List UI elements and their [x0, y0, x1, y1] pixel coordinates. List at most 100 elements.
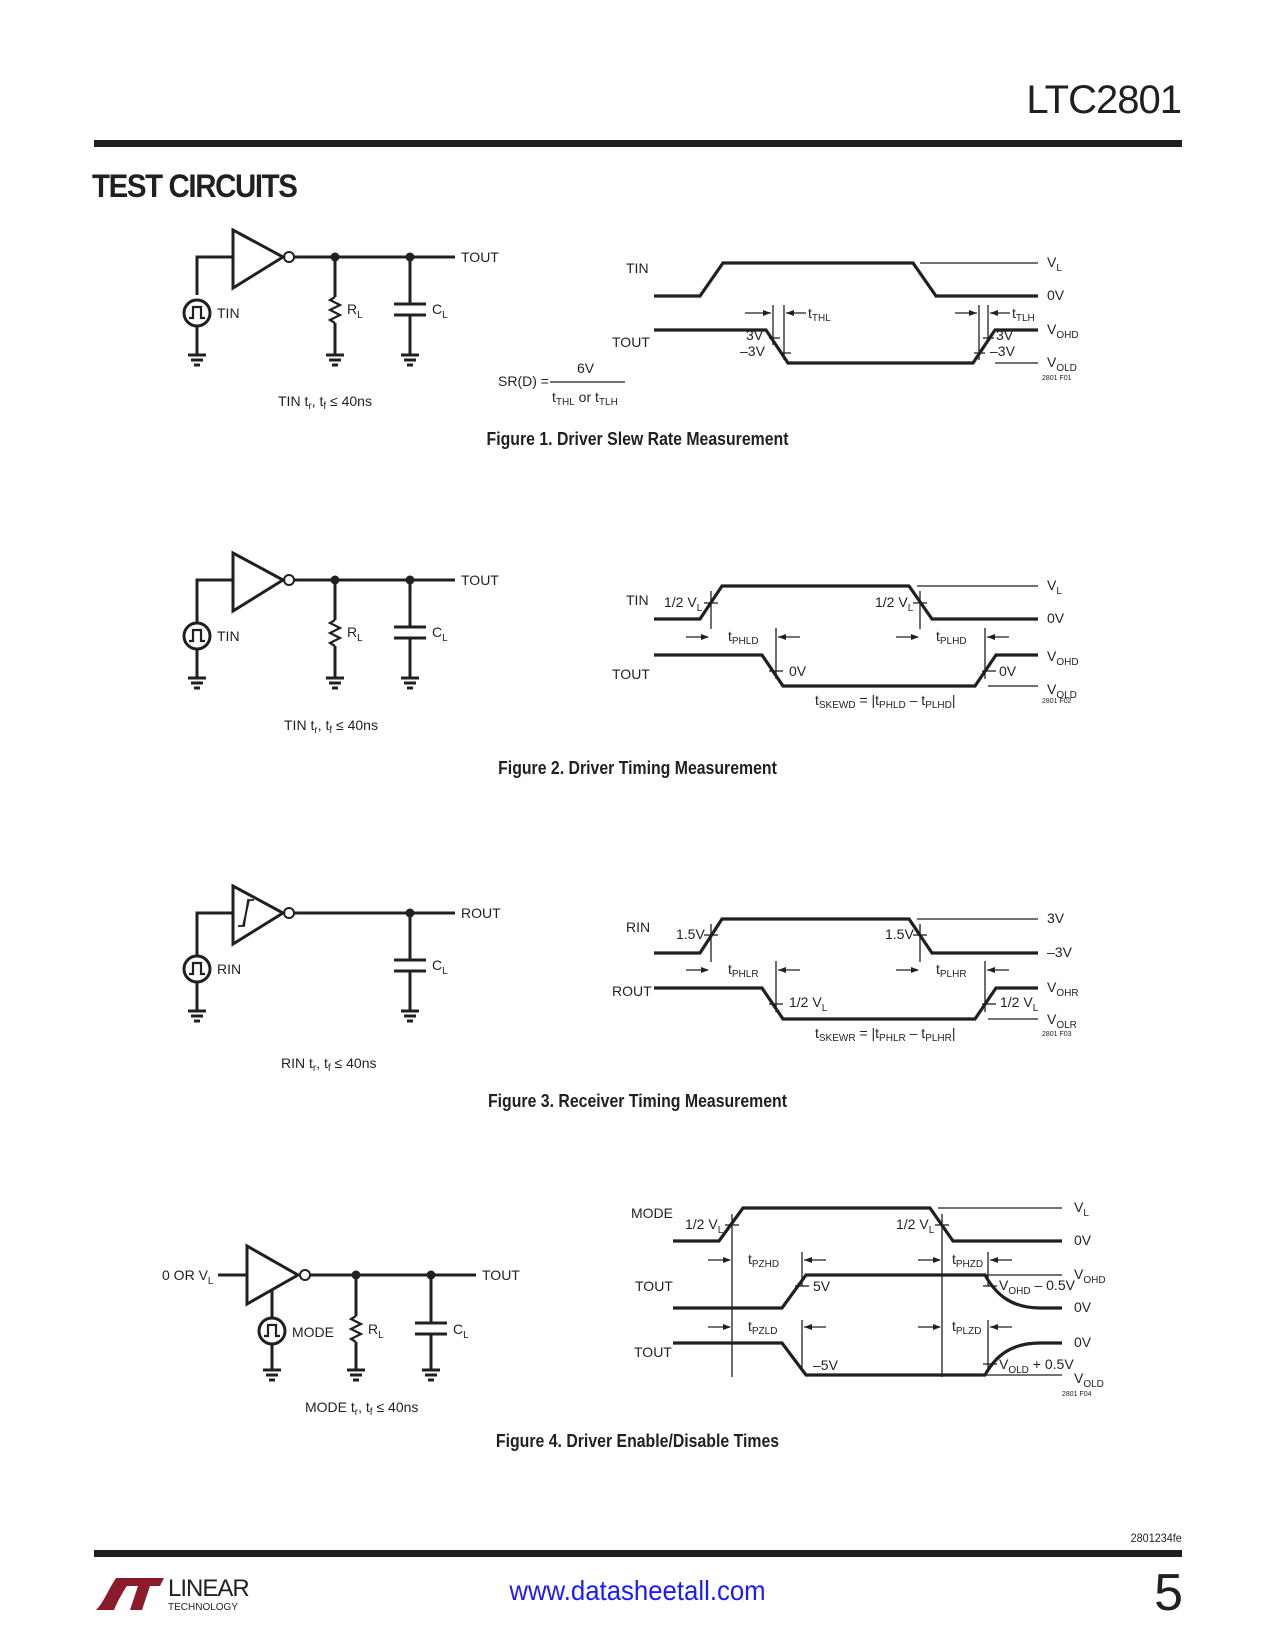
header-rule: [94, 140, 1182, 147]
ground-icon: [188, 353, 206, 367]
figure-code: 2801 F02: [1042, 698, 1072, 705]
marker-label: –5V: [813, 1357, 839, 1373]
resistor-label: RL: [368, 1321, 384, 1341]
level-top3: 0V: [1074, 1334, 1092, 1350]
driver-buffer-icon: [231, 550, 286, 614]
tout-waveform: [654, 328, 1038, 365]
circuit-note: RIN tr, tf ≤ 40ns: [281, 1055, 377, 1074]
figure-1: TIN RL CL TOUT TIN tr, tf ≤ 40ns TIN VL …: [182, 227, 1079, 412]
marker-label: –3V: [990, 343, 1016, 359]
circuit-output-label: TOUT: [482, 1267, 520, 1283]
receiver-buffer-icon: [231, 883, 286, 947]
capacitor-label: CL: [432, 957, 448, 977]
website-link[interactable]: www.datasheetall.com: [509, 1575, 766, 1606]
circuit-output-label: TOUT: [461, 572, 499, 588]
resistor-icon: [327, 296, 343, 324]
level-bot2: 0V: [1074, 1299, 1092, 1315]
level-bot3: VOLD: [1074, 1370, 1104, 1390]
capacitor-icon: [415, 1321, 447, 1336]
marker-label: 1/2 VL: [875, 594, 914, 614]
circuit-note: TIN tr, tf ≤ 40ns: [284, 717, 378, 736]
marker-label: 0V: [999, 663, 1017, 679]
timing-label: tPHLR: [728, 961, 759, 980]
resistor-label: RL: [347, 301, 363, 321]
figure-2-waveform: TIN VL 0V 1/2 VL 1/2 VL tPHLD tPLHD TOUT…: [612, 577, 1079, 711]
level-top1: 3V: [1047, 910, 1065, 926]
signal-label-tout: TOUT: [635, 1278, 673, 1294]
figure-2: TIN RL CL TOUT TIN tr, tf ≤ 40ns TIN VL …: [182, 550, 1079, 736]
timing-label: tPLHD: [936, 628, 967, 647]
circuit-input-label: TIN: [217, 628, 240, 644]
mode-label: MODE: [292, 1324, 334, 1340]
skew-formula: tSKEWR = |tPHLR – tPLHR|: [815, 1025, 956, 1044]
marker-label: 1/2 VL: [789, 994, 828, 1014]
figure-2-caption: Figure 2. Driver Timing Measurement: [498, 758, 777, 778]
capacitor-label: CL: [453, 1321, 469, 1341]
rout-waveform: [654, 986, 1038, 1021]
ground-icon: [401, 676, 419, 690]
logo-word: LINEAR: [168, 1575, 249, 1602]
capacitor-icon: [394, 302, 426, 317]
capacitor-label: CL: [432, 624, 448, 644]
section-title: TEST CIRCUITS: [92, 168, 298, 204]
part-number: LTC2801: [1026, 78, 1182, 122]
tout-low-waveform: [673, 1341, 1062, 1377]
signal-label-tout: TOUT: [612, 666, 650, 682]
pulse-source-icon: [182, 298, 212, 328]
footer-rule: [94, 1550, 1182, 1557]
pulse-source-icon: [182, 621, 212, 651]
level-bot1: 0V: [1074, 1232, 1092, 1248]
mode-waveform: [673, 1206, 1062, 1243]
skew-formula: tSKEWD = |tPHLD – tPLHD|: [815, 692, 956, 711]
driver-buffer-icon: [245, 1243, 302, 1307]
page-number: 5: [1154, 1564, 1183, 1622]
capacitor-icon: [394, 625, 426, 640]
tin-waveform: [654, 584, 1038, 621]
circuit-note: MODE tr, tf ≤ 40ns: [305, 1399, 418, 1418]
ground-icon: [422, 1368, 440, 1382]
figure-3-waveform: RIN 3V –3V 1.5V 1.5V tPHLR tPLHR ROUT 1/…: [612, 910, 1079, 1044]
signal-label-rout: ROUT: [612, 983, 652, 999]
figure-1-waveform: TIN VL 0V TOUT VOHD VOLD tTHL 3V –3V tTL…: [498, 254, 1079, 408]
resistor-label: RL: [347, 624, 363, 644]
formula-numerator: 6V: [577, 360, 595, 376]
figure-4-waveform: MODE VL 0V 1/2 VL 1/2 VL tPZHD tPHZD TOU…: [631, 1199, 1106, 1398]
marker-label: 5V: [813, 1278, 831, 1294]
tout-high-waveform: [673, 1273, 1062, 1310]
figure-code: 2801 F03: [1042, 1031, 1072, 1038]
figure-1-circuit: TIN RL CL TOUT TIN tr, tf ≤ 40ns: [182, 227, 499, 412]
level-top1: VL: [1047, 577, 1062, 597]
level-bot2: VOLD: [1047, 681, 1077, 701]
level-top2: VOHD: [1047, 321, 1079, 341]
timing-label: tPLZD: [952, 1318, 981, 1337]
figure-3-caption: Figure 3. Receiver Timing Measurement: [487, 1091, 788, 1111]
level-bot2: VOLR: [1047, 1011, 1077, 1031]
circuit-input-label: TIN: [217, 305, 240, 321]
signal-label-tout: TOUT: [612, 334, 650, 350]
ground-icon: [188, 1009, 206, 1023]
formula-denominator: tTHL or tTLH: [552, 389, 618, 408]
level-bot1: 0V: [1047, 610, 1065, 626]
figure-4-circuit: 0 OR VL MODE RL CL TOUT MODE tr, tf ≤ 40…: [162, 1243, 520, 1418]
signal-label-rin: RIN: [626, 919, 650, 935]
timing-label: tTHL: [808, 305, 831, 324]
timing-label: tPZHD: [748, 1251, 779, 1270]
timing-label: tPLHR: [936, 961, 967, 980]
linear-technology-logo: LINEAR TECHNOLOGY: [94, 1572, 264, 1619]
circuit-note: TIN tr, tf ≤ 40ns: [278, 393, 372, 412]
marker-label: VOLD + 0.5V: [999, 1356, 1074, 1376]
document-number: 2801234fe: [1130, 1531, 1182, 1545]
figure-4-caption: Figure 4. Driver Enable/Disable Times: [495, 1431, 780, 1451]
figure-3-circuit: RIN CL ROUT RIN tr, tf ≤ 40ns: [182, 883, 501, 1074]
circuit-output-label: TOUT: [461, 249, 499, 265]
pulse-source-icon: [257, 1316, 287, 1346]
resistor-icon: [348, 1315, 364, 1343]
level-bot1: –3V: [1047, 944, 1073, 960]
marker-label: –3V: [740, 343, 766, 359]
ground-icon: [188, 676, 206, 690]
pulse-source-icon: [182, 954, 212, 984]
marker-label: 1/2 VL: [685, 1216, 724, 1236]
ground-icon: [326, 676, 344, 690]
logo-sub: TECHNOLOGY: [168, 1602, 238, 1613]
figure-1-caption: Figure 1. Driver Slew Rate Measurement: [486, 429, 789, 449]
